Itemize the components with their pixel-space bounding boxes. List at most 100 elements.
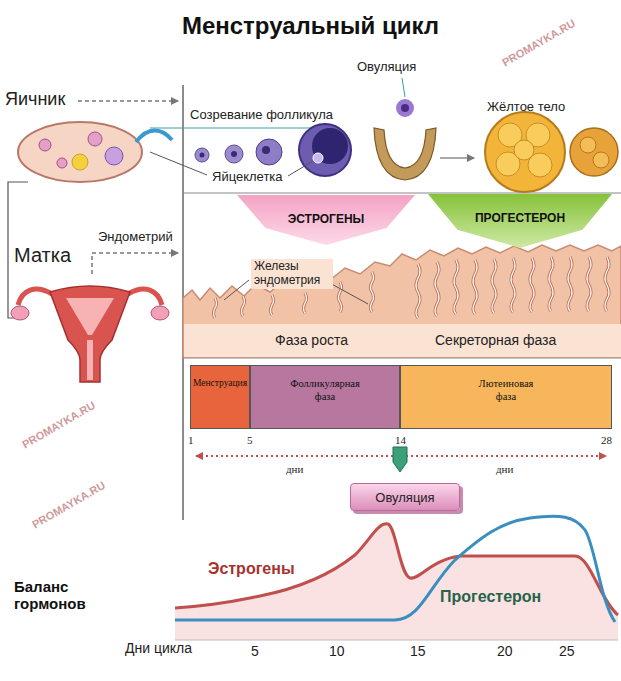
gland-lumen [605, 257, 609, 311]
tick-label: 5 [251, 643, 259, 659]
gland [473, 260, 477, 314]
gland [511, 258, 515, 312]
gland [371, 272, 374, 312]
ovulation-marker [393, 447, 407, 472]
gland-lumen [511, 258, 515, 312]
gland-lumen [568, 257, 572, 311]
gland [454, 260, 458, 314]
uterine-cavity [66, 298, 114, 335]
day-number: 14 [395, 434, 406, 447]
gland-lumen [473, 260, 477, 314]
chart-axis [175, 640, 618, 641]
gland-lumen [214, 298, 217, 318]
endometrial-glands-lumen [214, 257, 610, 318]
ovulation-button: Овуляция [350, 483, 460, 511]
gland [416, 264, 420, 318]
follicle-egg [231, 151, 237, 157]
uterus-ovary [151, 306, 169, 320]
gland [549, 257, 553, 311]
endometrial-glands [214, 257, 610, 318]
gland [587, 257, 591, 311]
structure-label: Эндометрий [98, 230, 173, 245]
process-label: Овуляция [357, 60, 416, 75]
follicle-egg [200, 153, 205, 158]
ovary-follicle [88, 132, 102, 146]
leader-line [328, 282, 368, 304]
follicle-egg [262, 146, 270, 154]
ovary-follicle [105, 147, 123, 165]
tick-label: 20 [497, 643, 513, 659]
regressing-corpus-luteum [570, 128, 618, 176]
gland-lumen [435, 262, 439, 316]
ovary-corpus-luteum [72, 154, 88, 170]
gland-lumen [271, 295, 274, 315]
organ-label: Матка [14, 244, 71, 267]
gland-lumen [242, 296, 245, 316]
fallopian-fimbria [136, 131, 172, 143]
ovary-follicle [57, 158, 67, 168]
corpus-luteum-lobe [514, 140, 534, 160]
structure-label: Железы эндометрия [251, 259, 333, 289]
leader-line [402, 78, 405, 97]
gland-lumen [339, 282, 342, 312]
gland-lumen [371, 272, 374, 312]
day-number: 28 [601, 434, 612, 447]
gland-lumen [587, 257, 591, 311]
ovulated-egg-core [401, 104, 409, 112]
follicle [299, 124, 351, 176]
gland-lumen [530, 258, 534, 312]
follicle [195, 148, 209, 162]
gland [304, 293, 307, 313]
leader-line [150, 128, 320, 129]
follicle-egg [313, 153, 323, 163]
stage-arrow [440, 157, 474, 158]
pointer-arrow [78, 100, 178, 102]
chart-label: Баланс гормонов [14, 578, 110, 613]
phase-cell: Лютеиновая фаза [400, 365, 612, 429]
organ-label: Яичник [5, 89, 65, 110]
ovary-follicle [39, 139, 51, 151]
arrow-polygon [428, 194, 612, 248]
structure-label: Яйцеклетка [212, 170, 283, 185]
gland [435, 262, 439, 316]
node-text: ПРОГЕСТЕРОН [475, 211, 565, 225]
node-text: Овуляция [375, 490, 434, 505]
endometrium-base [184, 324, 621, 357]
pointer-arrow [92, 253, 178, 274]
gland [605, 257, 609, 311]
process-label: Созревание фолликула [190, 108, 333, 123]
follicle-antrum [312, 128, 348, 164]
cervical-canal [87, 340, 93, 380]
leader-line [288, 161, 313, 176]
follicle [225, 145, 243, 163]
node-text: ЭСТРОГЕНЫ [288, 212, 365, 226]
phase-label: Фаза роста [275, 332, 348, 348]
node-text: Фолликулярная фаза [282, 378, 368, 403]
leader-line [224, 280, 249, 300]
ruptured-follicle [374, 128, 436, 180]
uterine-tube [18, 289, 52, 305]
gland-lumen [416, 264, 420, 318]
gland-lumen [304, 293, 307, 313]
watermark: PROMAYKA.RU [30, 479, 107, 531]
uterus-ovary [11, 306, 29, 320]
watermark: PROMAYKA.RU [20, 399, 97, 451]
series-label: Эстрогены [208, 560, 295, 578]
corpus-luteum [485, 112, 565, 192]
gland [492, 259, 496, 313]
tick-label: 10 [329, 643, 345, 659]
phase-cell: Менструация [190, 365, 250, 429]
watermark: PROMAYKA.RU [500, 17, 577, 69]
gland [271, 295, 274, 315]
node-text: Лютеиновая фаза [470, 378, 542, 403]
tick-label: 25 [559, 643, 575, 659]
endometrium [183, 245, 621, 357]
tick-label: 15 [410, 643, 426, 659]
hormone-arrow: ЭСТРОГЕНЫ [237, 195, 415, 245]
gland-lumen [454, 260, 458, 314]
arrow-polygon [237, 195, 415, 245]
gland [568, 257, 572, 311]
axis-label: дни [286, 463, 303, 476]
axis-label: дни [496, 463, 513, 476]
